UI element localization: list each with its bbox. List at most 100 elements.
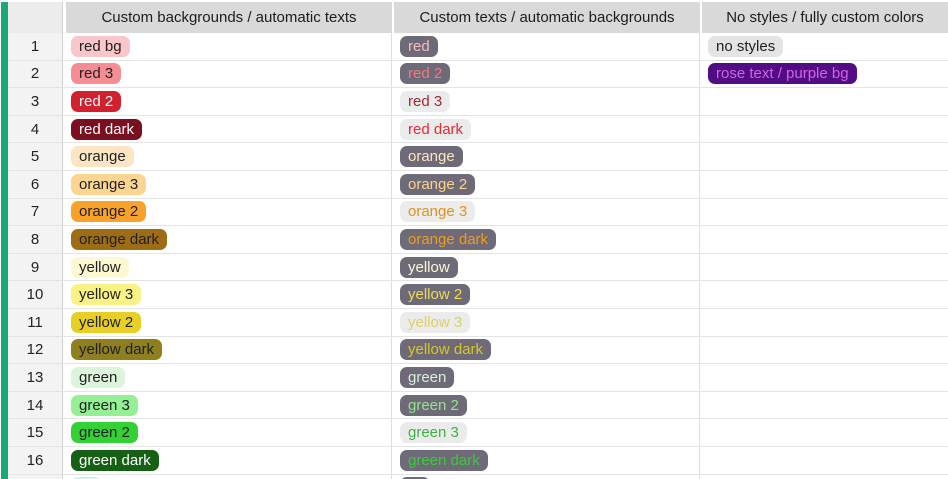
- tag-pill[interactable]: red dark: [400, 118, 472, 140]
- tag-pill[interactable]: green 2: [71, 422, 138, 444]
- row-number[interactable]: 10: [8, 281, 63, 308]
- tag-pill[interactable]: [71, 477, 101, 479]
- tag-pill[interactable]: red 2: [71, 90, 122, 112]
- cell-custom-texts[interactable]: red: [392, 33, 700, 60]
- cell-no-styles[interactable]: [700, 392, 948, 419]
- cell-custom-backgrounds[interactable]: green 2: [63, 419, 392, 446]
- cell-custom-backgrounds[interactable]: red bg: [63, 33, 392, 60]
- tag-pill[interactable]: red 2: [400, 63, 451, 85]
- cell-custom-texts[interactable]: yellow: [392, 253, 700, 281]
- row-number[interactable]: 5: [8, 143, 63, 170]
- tag-pill[interactable]: green: [400, 366, 455, 388]
- cell-no-styles[interactable]: [700, 475, 948, 479]
- row-number[interactable]: 14: [8, 391, 63, 419]
- cell-no-styles[interactable]: no styles: [700, 33, 948, 60]
- column-header-custom-backgrounds[interactable]: Custom backgrounds / automatic texts: [63, 2, 392, 33]
- cell-custom-backgrounds[interactable]: [63, 474, 392, 479]
- row-number[interactable]: 12: [8, 336, 63, 364]
- tag-pill[interactable]: green dark: [400, 449, 488, 471]
- tag-pill[interactable]: orange 3: [71, 173, 147, 195]
- cell-custom-backgrounds[interactable]: green dark: [63, 446, 392, 474]
- cell-custom-texts[interactable]: green dark: [392, 446, 700, 474]
- cell-custom-texts[interactable]: yellow 2: [392, 281, 700, 308]
- tag-pill[interactable]: orange 3: [400, 201, 476, 223]
- column-header-no-styles[interactable]: No styles / fully custom colors: [700, 2, 948, 33]
- tag-pill[interactable]: orange 2: [400, 173, 476, 195]
- cell-custom-backgrounds[interactable]: yellow dark: [63, 336, 392, 364]
- cell-custom-backgrounds[interactable]: red 3: [63, 60, 392, 88]
- cell-no-styles[interactable]: [700, 364, 948, 391]
- cell-custom-texts[interactable]: yellow dark: [392, 336, 700, 364]
- row-number[interactable]: 16: [8, 446, 63, 474]
- tag-pill[interactable]: red bg: [71, 35, 130, 57]
- row-number[interactable]: 8: [8, 226, 63, 253]
- row-number[interactable]: 3: [8, 88, 63, 115]
- row-number[interactable]: 11: [8, 308, 63, 336]
- row-number[interactable]: 2: [8, 60, 63, 88]
- tag-pill[interactable]: [400, 477, 430, 479]
- row-number[interactable]: 15: [8, 419, 63, 446]
- tag-pill[interactable]: orange: [71, 146, 134, 168]
- tag-pill[interactable]: red: [400, 35, 438, 57]
- cell-custom-backgrounds[interactable]: green: [63, 364, 392, 391]
- column-header-custom-texts[interactable]: Custom texts / automatic backgrounds: [392, 2, 700, 33]
- tag-pill[interactable]: yellow: [71, 256, 129, 278]
- tag-pill[interactable]: yellow 2: [71, 311, 142, 333]
- tag-pill[interactable]: orange: [400, 146, 463, 168]
- cell-custom-texts[interactable]: yellow 3: [392, 308, 700, 336]
- tag-pill[interactable]: yellow 3: [71, 284, 142, 306]
- row-number[interactable]: [8, 474, 63, 479]
- cell-no-styles[interactable]: rose text / purple bg: [700, 61, 948, 88]
- row-number[interactable]: 1: [8, 33, 63, 60]
- tag-pill[interactable]: green 2: [400, 394, 467, 416]
- cell-custom-texts[interactable]: green: [392, 364, 700, 391]
- cell-custom-texts[interactable]: red dark: [392, 115, 700, 143]
- cell-custom-backgrounds[interactable]: yellow 2: [63, 308, 392, 336]
- tag-pill[interactable]: yellow: [400, 256, 458, 278]
- row-number[interactable]: 13: [8, 364, 63, 391]
- tag-pill[interactable]: red 3: [71, 63, 122, 85]
- cell-custom-backgrounds[interactable]: yellow: [63, 253, 392, 281]
- cell-no-styles[interactable]: [700, 419, 948, 446]
- cell-no-styles[interactable]: [700, 116, 948, 143]
- tag-pill[interactable]: red 3: [400, 90, 451, 112]
- cell-custom-texts[interactable]: red 2: [392, 60, 700, 88]
- tag-pill[interactable]: orange dark: [400, 228, 497, 250]
- tag-pill[interactable]: rose text / purple bg: [708, 63, 857, 85]
- row-number[interactable]: 9: [8, 253, 63, 281]
- cell-custom-texts[interactable]: red 3: [392, 88, 700, 115]
- tag-pill[interactable]: yellow dark: [71, 339, 163, 361]
- tag-pill[interactable]: yellow dark: [400, 339, 492, 361]
- cell-custom-texts[interactable]: orange: [392, 143, 700, 170]
- cell-no-styles[interactable]: [700, 254, 948, 281]
- row-number[interactable]: 6: [8, 170, 63, 198]
- cell-no-styles[interactable]: [700, 88, 948, 115]
- tag-pill[interactable]: orange 2: [71, 201, 147, 223]
- cell-custom-texts[interactable]: orange 2: [392, 170, 700, 198]
- row-number[interactable]: 4: [8, 115, 63, 143]
- tag-pill[interactable]: green 3: [71, 394, 138, 416]
- cell-no-styles[interactable]: [700, 171, 948, 198]
- tag-pill[interactable]: green dark: [71, 449, 159, 471]
- tag-pill[interactable]: yellow 3: [400, 311, 471, 333]
- tag-pill[interactable]: green: [71, 366, 126, 388]
- tag-pill[interactable]: yellow 2: [400, 284, 471, 306]
- corner-cell[interactable]: [8, 2, 63, 33]
- cell-no-styles[interactable]: [700, 281, 948, 308]
- cell-no-styles[interactable]: [700, 309, 948, 336]
- tag-pill[interactable]: no styles: [708, 35, 784, 57]
- cell-no-styles[interactable]: [700, 337, 948, 364]
- cell-no-styles[interactable]: [700, 143, 948, 170]
- cell-no-styles[interactable]: [700, 447, 948, 474]
- tag-pill[interactable]: orange dark: [71, 228, 168, 250]
- cell-custom-texts[interactable]: [392, 474, 700, 479]
- row-number[interactable]: 7: [8, 198, 63, 226]
- tag-pill[interactable]: green 3: [400, 422, 467, 444]
- cell-custom-backgrounds[interactable]: orange dark: [63, 226, 392, 253]
- cell-custom-texts[interactable]: orange dark: [392, 226, 700, 253]
- cell-no-styles[interactable]: [700, 226, 948, 253]
- cell-custom-backgrounds[interactable]: orange 2: [63, 198, 392, 226]
- cell-custom-backgrounds[interactable]: yellow 3: [63, 281, 392, 308]
- cell-custom-texts[interactable]: green 3: [392, 419, 700, 446]
- tag-pill[interactable]: red dark: [71, 118, 143, 140]
